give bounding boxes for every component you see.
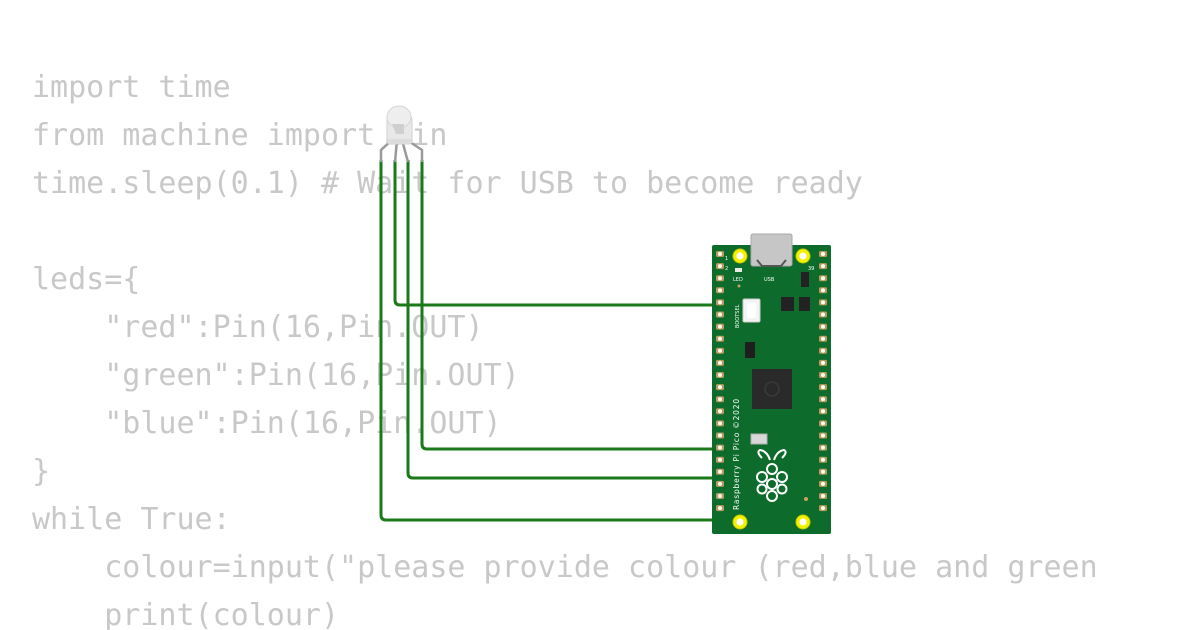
pin-hole-left-22 (718, 506, 722, 511)
code-background: import time from machine import Pin time.s… (32, 64, 1098, 630)
pin-hole-right-16 (821, 433, 825, 438)
pin-hole-left-14 (718, 409, 722, 414)
code-line: "red":Pin(16,Pin.OUT) (32, 310, 484, 345)
pin-hole-right-22 (821, 506, 825, 511)
mounting-hole-center (736, 518, 744, 526)
pin-hole-left-21 (718, 494, 722, 498)
pin-hole-right-19 (821, 469, 825, 474)
usb-port-opening (756, 259, 787, 267)
pin-hole-left-19 (718, 469, 722, 474)
pin-hole-left-8 (718, 336, 722, 341)
pin-hole-left-4 (718, 288, 722, 293)
pin-hole-right-20 (821, 481, 825, 486)
pin-header-left (716, 251, 724, 512)
led-lead-blue (406, 138, 424, 162)
pin-hole-right-14 (821, 409, 825, 414)
pin-2-label: 2 (725, 266, 728, 272)
pin-hole-right-11 (821, 373, 825, 377)
test-pad (804, 497, 808, 501)
pin-hole-right-4 (821, 288, 825, 293)
smd-component (745, 342, 755, 358)
led-rim (386, 139, 413, 143)
wire-blue[interactable] (420, 160, 720, 451)
pin-hole-left-5 (718, 300, 722, 305)
test-pad (737, 284, 741, 288)
pin-hole-left-16 (718, 433, 722, 438)
pin-hole-left-2 (718, 264, 722, 269)
pin-hole-right-15 (821, 421, 825, 426)
mounting-hole-center (799, 252, 807, 260)
pin-1-label: 1 (725, 256, 728, 262)
pin-hole-left-11 (718, 373, 722, 377)
chip-logo-icon (764, 381, 780, 397)
pin-hole-left-9 (718, 348, 722, 353)
bootsel-label: BOOTSEL (735, 304, 741, 328)
led-label: LED (733, 277, 743, 283)
pin-hole-left-20 (718, 481, 722, 486)
smd-component (781, 297, 794, 311)
code-line: time.sleep(0.1) # Wait for USB to become… (32, 166, 863, 201)
led-die (392, 124, 404, 134)
pin-hole-left-6 (718, 312, 722, 317)
pin-hole-left-13 (718, 397, 722, 402)
pin-hole-left-15 (718, 421, 722, 426)
pin-hole-right-13 (821, 397, 825, 402)
pin-hole-right-9 (821, 348, 825, 353)
pin-39-label: 39 (808, 266, 814, 272)
pin-hole-left-12 (718, 385, 722, 390)
crystal (750, 433, 768, 445)
pin-hole-right-8 (821, 336, 825, 341)
pin-hole-right-17 (821, 445, 825, 450)
code-line: leds={ (32, 262, 141, 297)
raspberry-logo-icon (756, 448, 788, 502)
wire-common[interactable] (379, 160, 720, 522)
pin-hole-right-21 (821, 494, 825, 498)
board-name-label: Raspberry Pi Pico ©2020 (732, 398, 741, 510)
pin-header-right (819, 251, 827, 512)
code-line: "green":Pin(16,Pin.OUT) (32, 358, 520, 393)
pin-hole-right-12 (821, 385, 825, 390)
pin-hole-right-18 (821, 457, 825, 462)
pin-hole-right-5 (821, 300, 825, 305)
code-line: print(colour) (32, 598, 340, 630)
onboard-led (735, 268, 742, 272)
code-line: } (32, 454, 51, 489)
pin-hole-left-17 (718, 445, 722, 450)
pin-hole-right-7 (821, 324, 825, 329)
code-line: "blue":Pin(16,Pin.OUT) (32, 406, 502, 441)
pin-hole-left-10 (718, 360, 722, 365)
raspberry-pi-pico[interactable]: LED USB 1 2 39 BOOTSEL Raspberry Pi Pico… (712, 233, 831, 534)
pin-hole-right-6 (821, 312, 825, 317)
bootsel-button-cap (747, 303, 756, 318)
wire-green[interactable] (406, 160, 720, 480)
pin-hole-left-7 (718, 324, 722, 329)
smd-component (801, 272, 809, 287)
pin-hole-left-1 (718, 252, 722, 256)
code-line: import time (32, 70, 231, 105)
usb-label: USB (764, 277, 775, 283)
mounting-hole-center (736, 252, 744, 260)
rgb-led[interactable] (379, 105, 424, 163)
pin-hole-right-10 (821, 360, 825, 365)
code-line: colour=input("please provide colour (red… (32, 550, 1098, 585)
pin-hole-right-2 (821, 264, 825, 269)
wire-red[interactable] (393, 160, 720, 307)
code-line: from machine import Pin (32, 118, 448, 153)
smd-component (799, 297, 810, 311)
rp2040-chip (752, 369, 792, 409)
pin-hole-right-1 (821, 252, 825, 256)
pin-hole-left-3 (718, 276, 722, 281)
code-line: while True: (32, 502, 231, 537)
mounting-hole-center (799, 518, 807, 526)
pin-hole-right-3 (821, 276, 825, 281)
pin-hole-left-18 (718, 457, 722, 462)
